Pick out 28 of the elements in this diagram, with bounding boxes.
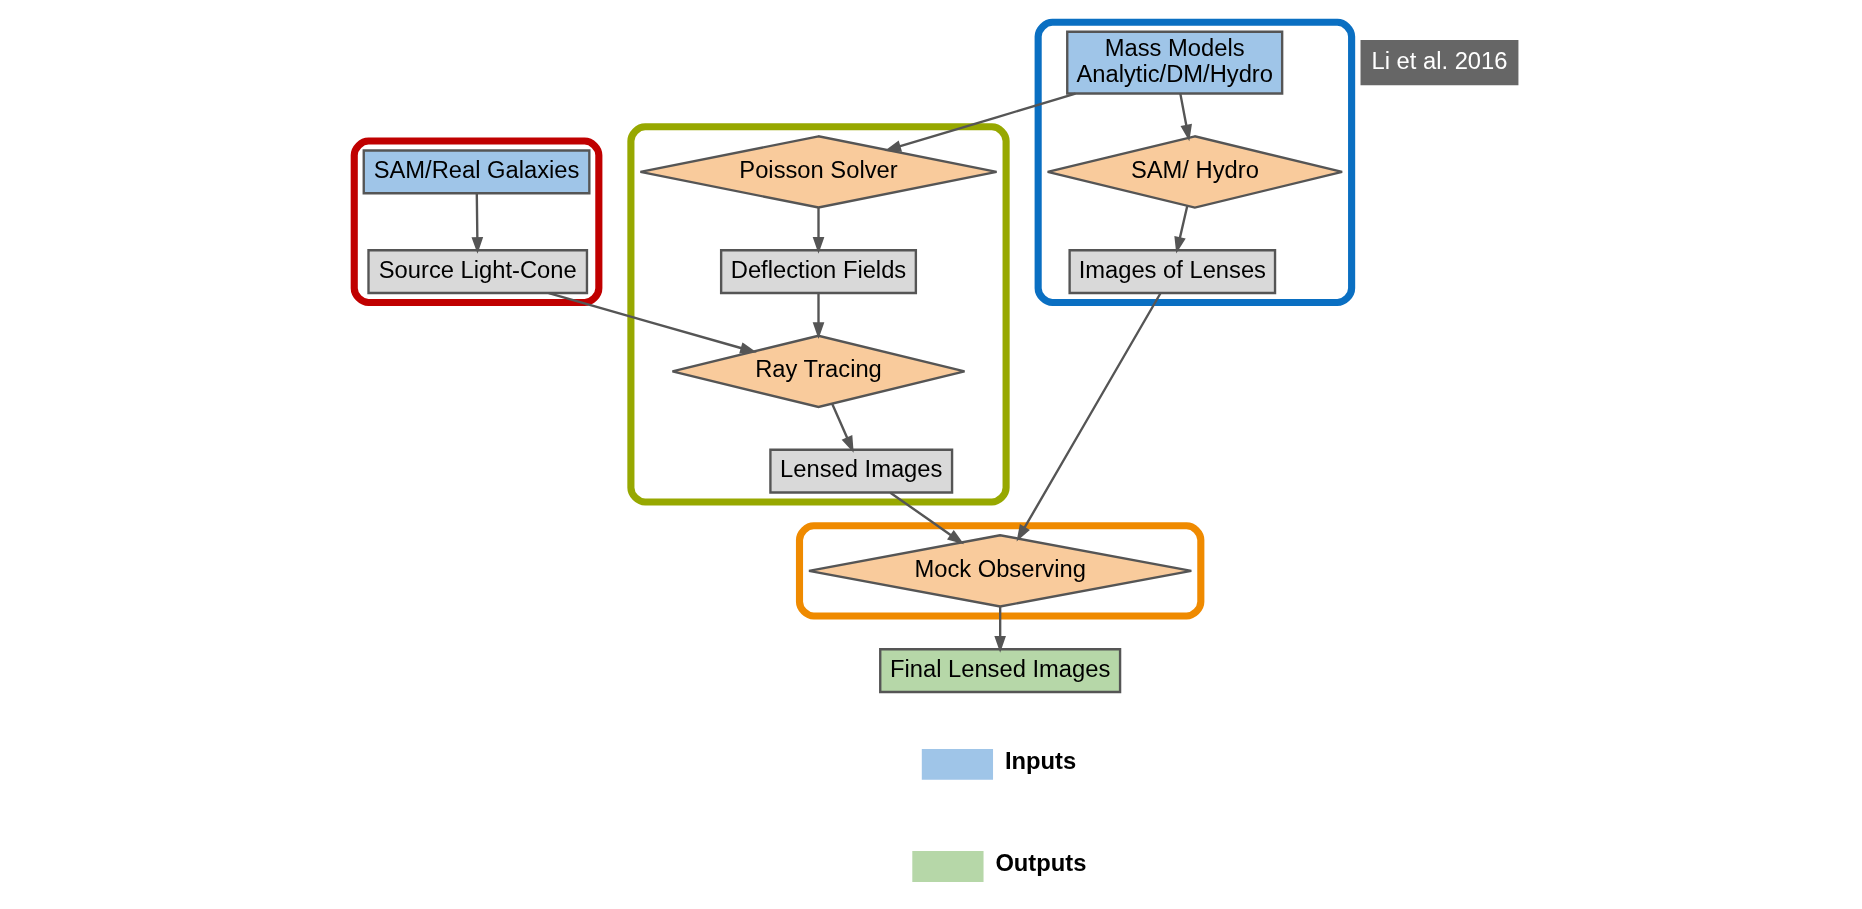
node-box: Deflection Fields (719, 249, 918, 295)
arrow (812, 207, 825, 254)
arrow (548, 292, 757, 354)
node-box: SAM/Real Galaxies (362, 149, 591, 195)
node-box: Final Lensed Images (879, 648, 1122, 694)
arrow (1016, 292, 1162, 542)
node-box: Source Light-Cone (367, 249, 589, 295)
cluster (350, 137, 603, 307)
label: Li et al. 2016 (1371, 47, 1508, 74)
arrow (1174, 205, 1189, 254)
node-diamond: Mock Observing (807, 534, 1193, 608)
arrow (831, 403, 854, 453)
cluster (627, 123, 1010, 506)
node-box: Mass Models Analytic/DM/Hydro (1066, 30, 1284, 95)
arrow (884, 92, 1076, 152)
node-diamond: Ray Tracing (671, 334, 966, 409)
arrow (1179, 93, 1192, 142)
cluster (1034, 18, 1356, 307)
arrow (994, 606, 1006, 653)
node-diamond: SAM/ Hydro (1046, 135, 1344, 209)
arrow (812, 293, 825, 339)
node-box: Lensed Images (769, 448, 954, 494)
node-box: Images of Lenses (1068, 249, 1277, 295)
arrow (889, 491, 964, 545)
legend-label: Outputs (995, 850, 1087, 877)
arrow (471, 193, 484, 254)
node-diamond: Poisson Solver (639, 135, 998, 209)
legend-label: Inputs (1004, 748, 1077, 775)
